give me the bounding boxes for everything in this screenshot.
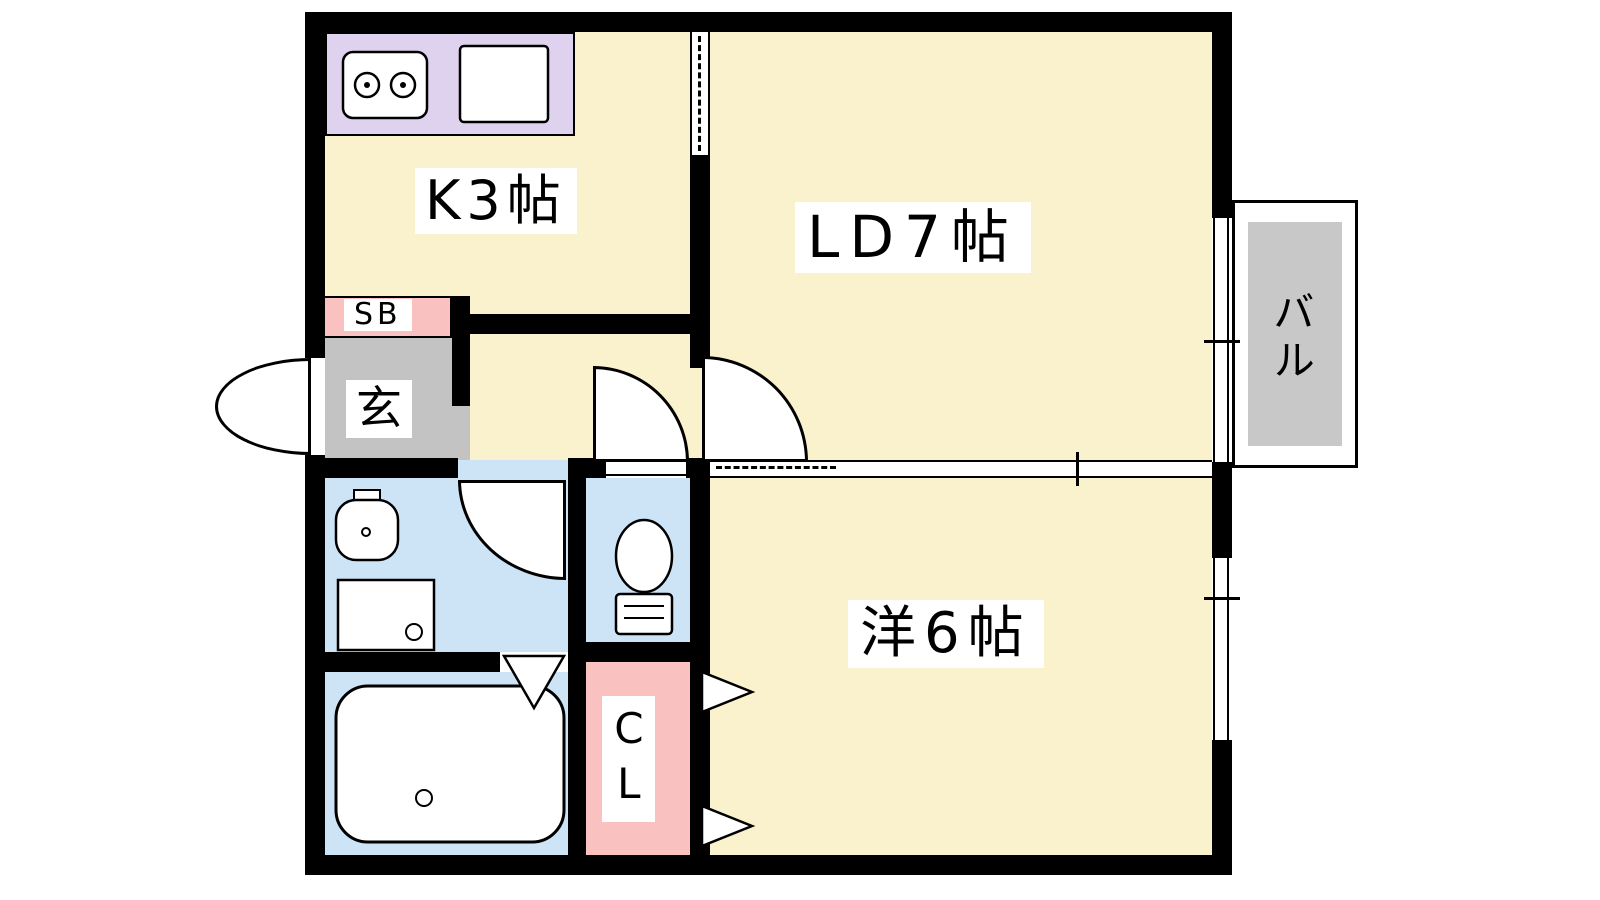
opening-line [708, 32, 710, 155]
window-tick [1204, 340, 1240, 343]
window-line [1227, 558, 1229, 740]
wall [305, 855, 1232, 875]
window-tick [1204, 597, 1240, 600]
living-dining-label: LD7帖 [795, 202, 1031, 273]
partition-line [710, 476, 1212, 478]
wall [568, 458, 586, 855]
wall [452, 296, 470, 406]
wall [1212, 462, 1232, 558]
balcony-label: バル [1266, 290, 1316, 386]
wall [452, 314, 710, 334]
room-partition [710, 460, 1212, 478]
partition-dashed-line [716, 466, 836, 469]
toilet-door-opening [606, 458, 686, 478]
wall [305, 458, 458, 478]
bedroom-window [1212, 558, 1232, 740]
kitchen-counter [325, 32, 575, 136]
wall [1212, 12, 1232, 218]
partition-line [710, 460, 1212, 462]
wall [686, 458, 710, 478]
wall [586, 642, 710, 662]
balcony-floor [1248, 222, 1342, 446]
entrance-door-arc [215, 358, 311, 455]
western-room-label: 洋6帖 [848, 600, 1044, 669]
door-line [606, 474, 686, 476]
wall [322, 652, 500, 672]
window-line [1213, 558, 1215, 740]
bath-door-opening [500, 652, 568, 672]
shoe-box-label: SB [344, 298, 412, 332]
wall [305, 12, 1232, 32]
wall [305, 12, 325, 358]
kitchen-label: K3帖 [415, 168, 577, 235]
opening-dashed-line [698, 36, 701, 151]
wall [690, 155, 710, 368]
bathroom-area [322, 672, 568, 855]
toilet-area [586, 460, 690, 642]
wall [1212, 740, 1232, 875]
opening-line [690, 32, 692, 155]
partition-tick [1076, 452, 1079, 486]
closet-label: CL [602, 696, 656, 822]
entrance-label: 玄 [346, 380, 412, 438]
wall [305, 455, 325, 875]
